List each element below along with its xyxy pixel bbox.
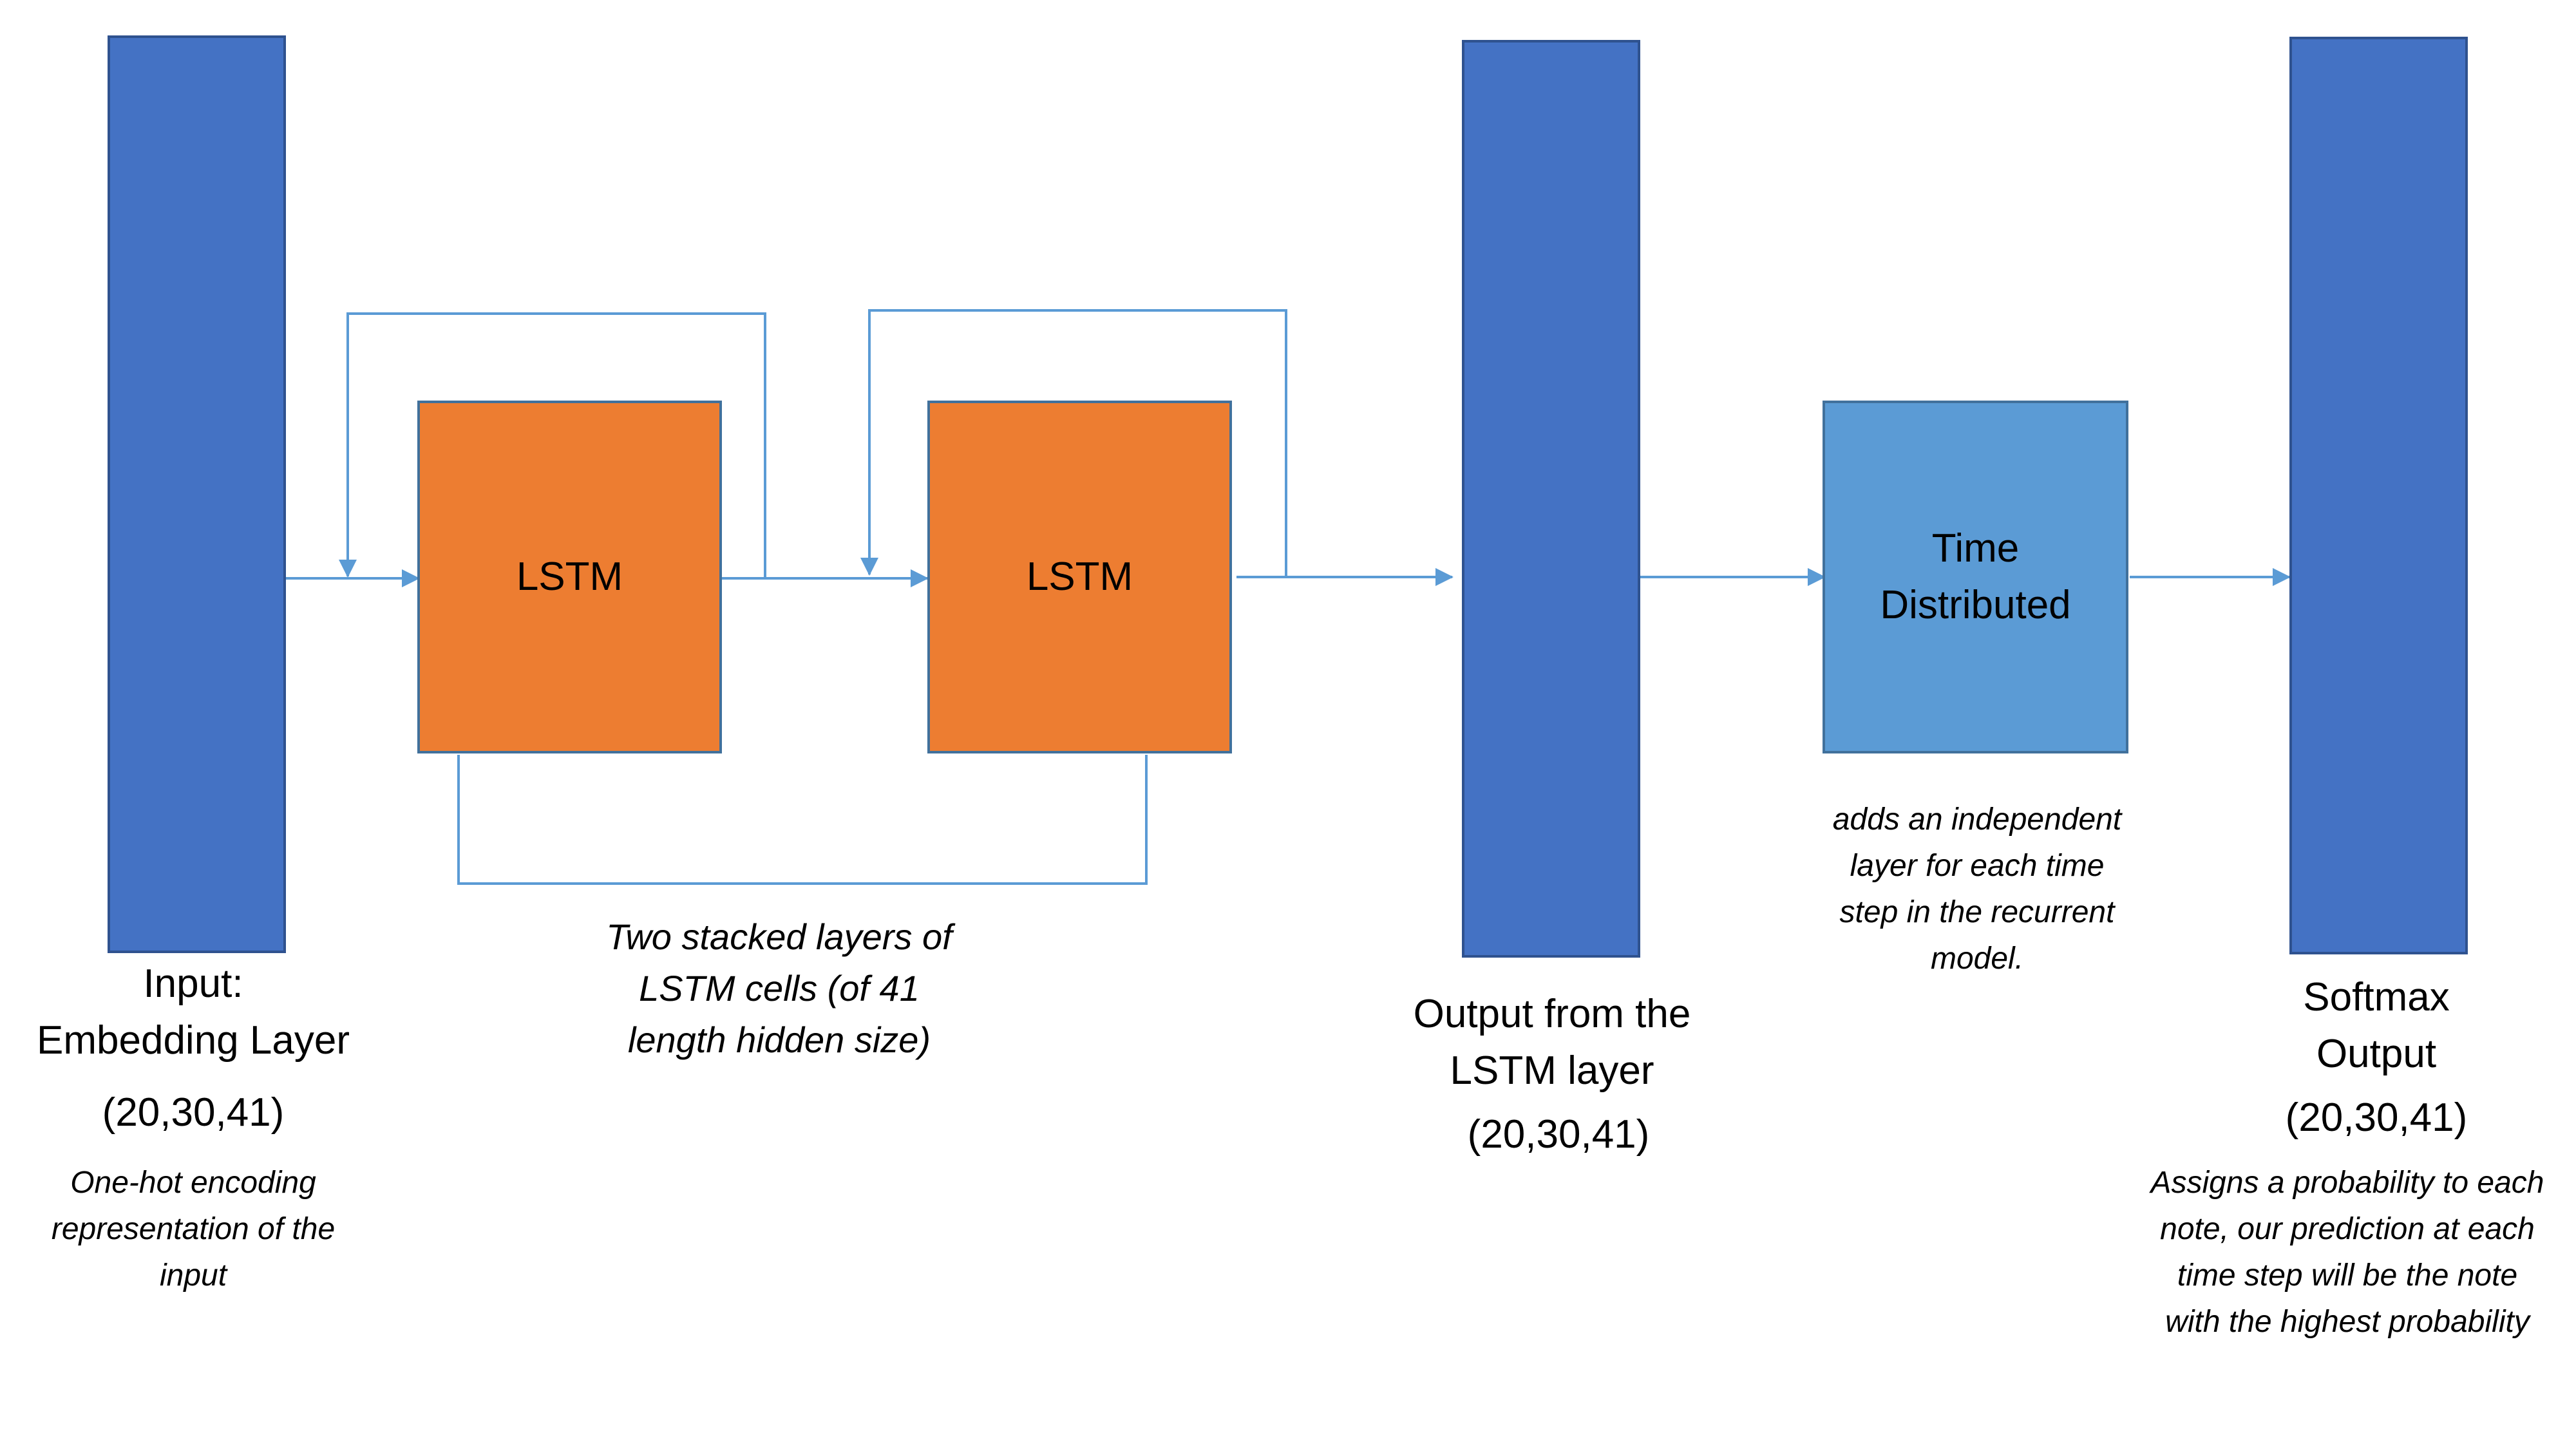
lstm-cell-2: LSTM	[927, 401, 1232, 753]
lstm-cell-2-label: LSTM	[1026, 554, 1133, 599]
time-distributed-label: Time Distributed	[1880, 526, 2071, 627]
input-embedding-bar	[108, 35, 286, 953]
softmax-shape: (20,30,41)	[2285, 1095, 2468, 1140]
input-label: Input: Embedding Layer	[37, 961, 350, 1063]
lstm-stack-note: Two stacked layers of LSTM cells (of 41 …	[606, 916, 952, 1060]
lstm-output-bar	[1462, 40, 1640, 958]
time-distributed-note: adds an independent layer for each time …	[1832, 802, 2122, 976]
softmax-output-bar	[2289, 37, 2468, 954]
lstm-output-label: Output from the LSTM layer	[1413, 992, 1691, 1093]
input-note: One-hot encoding representation of the i…	[51, 1166, 336, 1293]
lstm-output-shape: (20,30,41)	[1467, 1112, 1650, 1157]
softmax-note: Assigns a probability to each note, our …	[2150, 1166, 2544, 1339]
lstm-cell-1-label: LSTM	[516, 554, 623, 599]
lstm-stack-bracket	[457, 755, 1148, 885]
input-shape: (20,30,41)	[102, 1090, 285, 1135]
softmax-label: Softmax Output	[2303, 975, 2450, 1076]
recurrent-loop-lstm1	[339, 312, 766, 578]
recurrent-loop-lstm2	[860, 309, 1287, 578]
time-distributed-box: Time Distributed	[1823, 401, 2128, 753]
lstm-cell-1: LSTM	[417, 401, 722, 753]
